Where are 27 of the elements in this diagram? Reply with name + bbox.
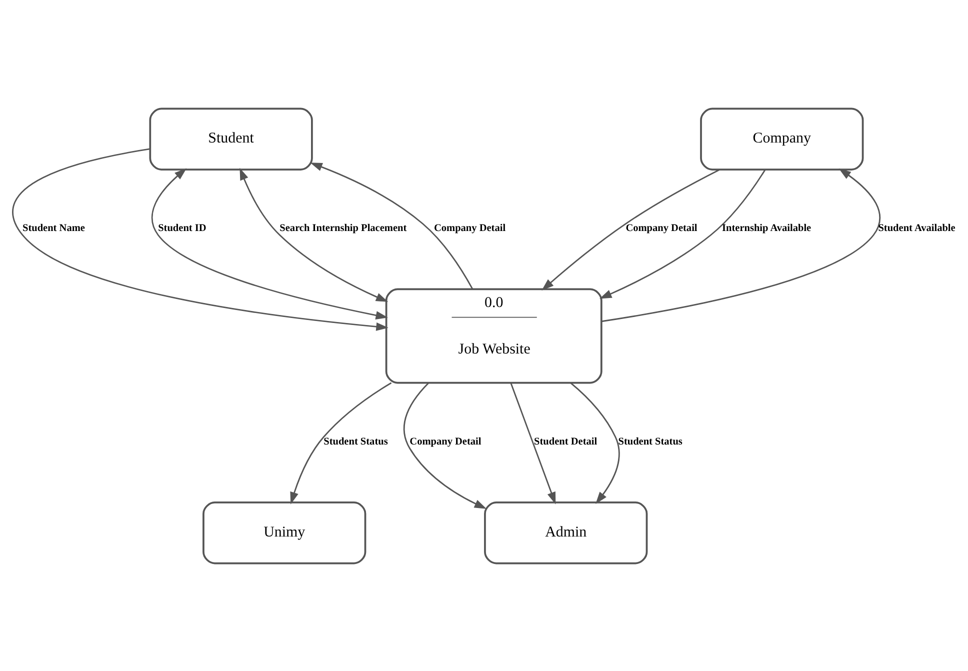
arrow bbox=[570, 382, 620, 504]
arrow bbox=[601, 168, 880, 322]
edge-label: Student Detail bbox=[534, 436, 598, 447]
arrow bbox=[240, 167, 388, 302]
arrow bbox=[12, 148, 388, 330]
arrow bbox=[404, 382, 487, 508]
node-box: Admin bbox=[484, 501, 648, 564]
edge-label: Student Name bbox=[22, 222, 85, 234]
arrow bbox=[290, 382, 392, 504]
edge-label: Company Detail bbox=[434, 222, 506, 234]
edge-label: Internship Available bbox=[722, 222, 812, 234]
arrow bbox=[310, 162, 474, 289]
edge-label: Student Status bbox=[324, 436, 388, 447]
node-box: Unimy bbox=[202, 501, 366, 564]
arrow bbox=[599, 168, 766, 298]
node-box: Student bbox=[149, 107, 313, 170]
arrow bbox=[152, 168, 388, 319]
edge-label: Search Internship Placement bbox=[280, 222, 407, 234]
node-box: 0.0 Job Website bbox=[385, 288, 602, 384]
edge-label: Student ID bbox=[158, 222, 206, 234]
edge-label: Company Detail bbox=[410, 436, 482, 447]
edge-label: Student Status bbox=[618, 436, 682, 447]
arrow bbox=[510, 382, 556, 504]
edge-label: Student Available bbox=[878, 222, 956, 234]
node-box: Company bbox=[700, 107, 864, 170]
arrow bbox=[542, 168, 720, 290]
edge-label: Company Detail bbox=[626, 222, 698, 234]
